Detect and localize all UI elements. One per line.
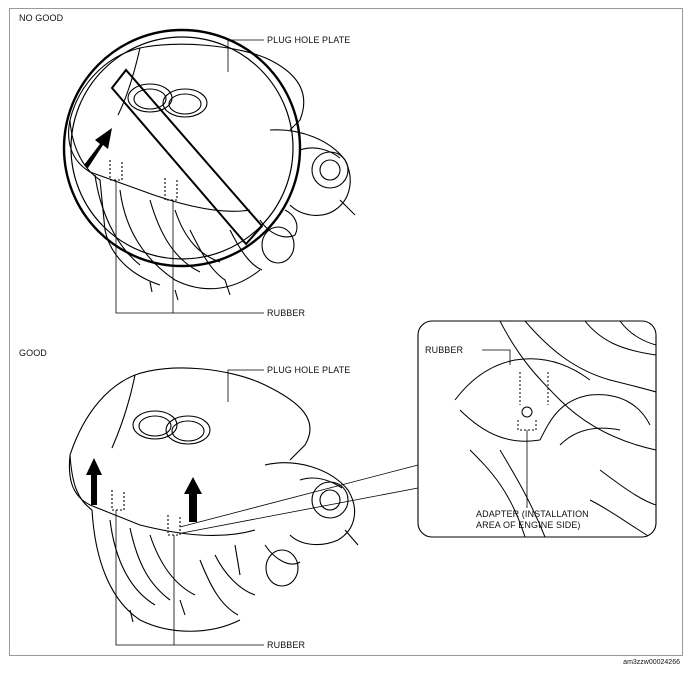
up-arrow-icon <box>184 477 202 522</box>
no-good-heading: NO GOOD <box>19 13 64 23</box>
inset-rubber-label: RUBBER <box>425 345 464 355</box>
figure-code: am3zzw00024266 <box>623 659 680 666</box>
inset-adapter-label-line2: AREA OF ENGINE SIDE) <box>476 520 581 530</box>
no-good-plug-hole-plate-label: PLUG HOLE PLATE <box>267 35 351 45</box>
up-arrow-icon <box>86 458 102 505</box>
inset-adapter-label-line1: ADAPTER (INSTALLATION <box>476 509 589 519</box>
good-heading: GOOD <box>19 348 47 358</box>
prohibited-icon <box>62 28 302 268</box>
good-plug-hole-plate-label: PLUG HOLE PLATE <box>267 365 351 375</box>
good-leaders <box>115 369 419 646</box>
no-good-engine-drawing <box>68 43 356 301</box>
detail-inset <box>417 320 657 538</box>
up-arrow-icon <box>84 128 112 168</box>
no-good-rubber-label: RUBBER <box>267 308 306 318</box>
figure-frame <box>9 8 683 656</box>
good-rubber-label: RUBBER <box>267 640 306 650</box>
no-good-leaders <box>115 39 264 314</box>
good-engine-drawing <box>68 367 359 632</box>
